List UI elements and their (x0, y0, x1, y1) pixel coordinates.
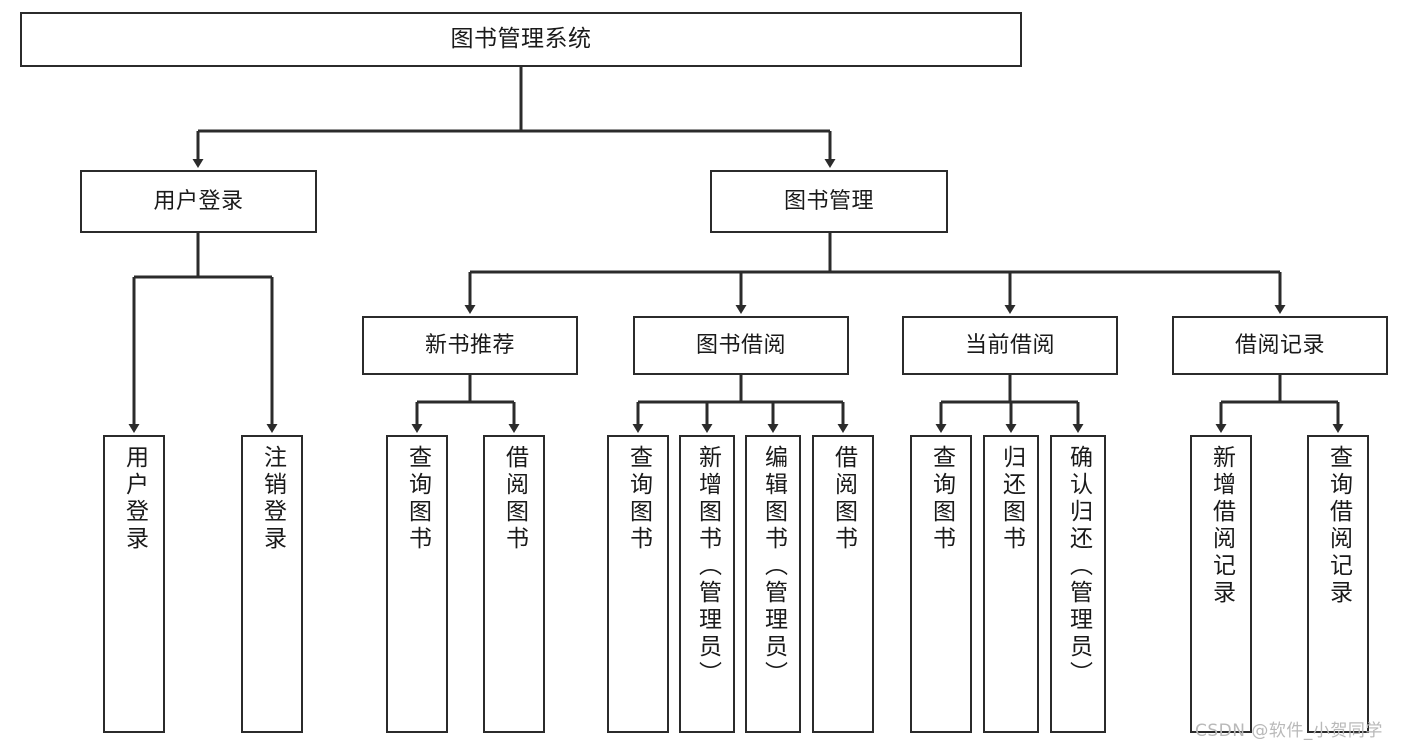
node-leaf-user-logout-label: 注销登录 (259, 445, 286, 553)
node-leaf-edit-book[interactable]: 编辑图书（管理员） (745, 435, 801, 733)
node-new-book-rec-label: 新书推荐 (424, 332, 515, 358)
node-leaf-return-book-label: 归还图书 (998, 445, 1025, 553)
node-leaf-return-book[interactable]: 归还图书 (983, 435, 1039, 733)
node-leaf-borrow-book-2[interactable]: 借阅图书 (812, 435, 874, 733)
node-book-manage-label: 图书管理 (783, 188, 874, 214)
node-book-borrow-label: 图书借阅 (695, 332, 786, 358)
node-leaf-query-book-1[interactable]: 查询图书 (386, 435, 448, 733)
node-user-login-label: 用户登录 (153, 188, 244, 214)
csdn-watermark: CSDN @软件_小贺同学 (1195, 721, 1383, 741)
node-book-manage[interactable]: 图书管理 (710, 170, 948, 233)
node-leaf-query-book-3-label: 查询图书 (928, 445, 955, 553)
node-leaf-add-record[interactable]: 新增借阅记录 (1190, 435, 1252, 733)
node-leaf-confirm-return[interactable]: 确认归还（管理员） (1050, 435, 1106, 733)
node-current-borrow-label: 当前借阅 (964, 332, 1055, 358)
node-leaf-confirm-return-label: 确认归还（管理员） (1065, 445, 1092, 688)
node-borrow-record-label: 借阅记录 (1234, 332, 1325, 358)
node-new-book-rec[interactable]: 新书推荐 (362, 316, 578, 375)
node-leaf-query-book-1-label: 查询图书 (404, 445, 431, 553)
node-leaf-query-book-2[interactable]: 查询图书 (607, 435, 669, 733)
node-leaf-borrow-book-1-label: 借阅图书 (501, 445, 528, 553)
node-leaf-query-book-3[interactable]: 查询图书 (910, 435, 972, 733)
node-borrow-record[interactable]: 借阅记录 (1172, 316, 1388, 375)
node-current-borrow[interactable]: 当前借阅 (902, 316, 1118, 375)
node-root[interactable]: 图书管理系统 (20, 12, 1022, 67)
node-leaf-user-login-label: 用户登录 (121, 445, 148, 553)
node-leaf-query-record-label: 查询借阅记录 (1325, 445, 1352, 607)
node-leaf-user-login[interactable]: 用户登录 (103, 435, 165, 733)
node-leaf-borrow-book-1[interactable]: 借阅图书 (483, 435, 545, 733)
node-root-label: 图书管理系统 (450, 25, 592, 52)
node-leaf-query-record[interactable]: 查询借阅记录 (1307, 435, 1369, 733)
node-leaf-add-book[interactable]: 新增图书（管理员） (679, 435, 735, 733)
node-leaf-edit-book-label: 编辑图书（管理员） (760, 445, 787, 688)
node-book-borrow[interactable]: 图书借阅 (633, 316, 849, 375)
node-leaf-add-book-label: 新增图书（管理员） (694, 445, 721, 688)
node-leaf-add-record-label: 新增借阅记录 (1208, 445, 1235, 607)
node-leaf-user-logout[interactable]: 注销登录 (241, 435, 303, 733)
node-leaf-borrow-book-2-label: 借阅图书 (830, 445, 857, 553)
node-user-login[interactable]: 用户登录 (80, 170, 317, 233)
node-leaf-query-book-2-label: 查询图书 (625, 445, 652, 553)
